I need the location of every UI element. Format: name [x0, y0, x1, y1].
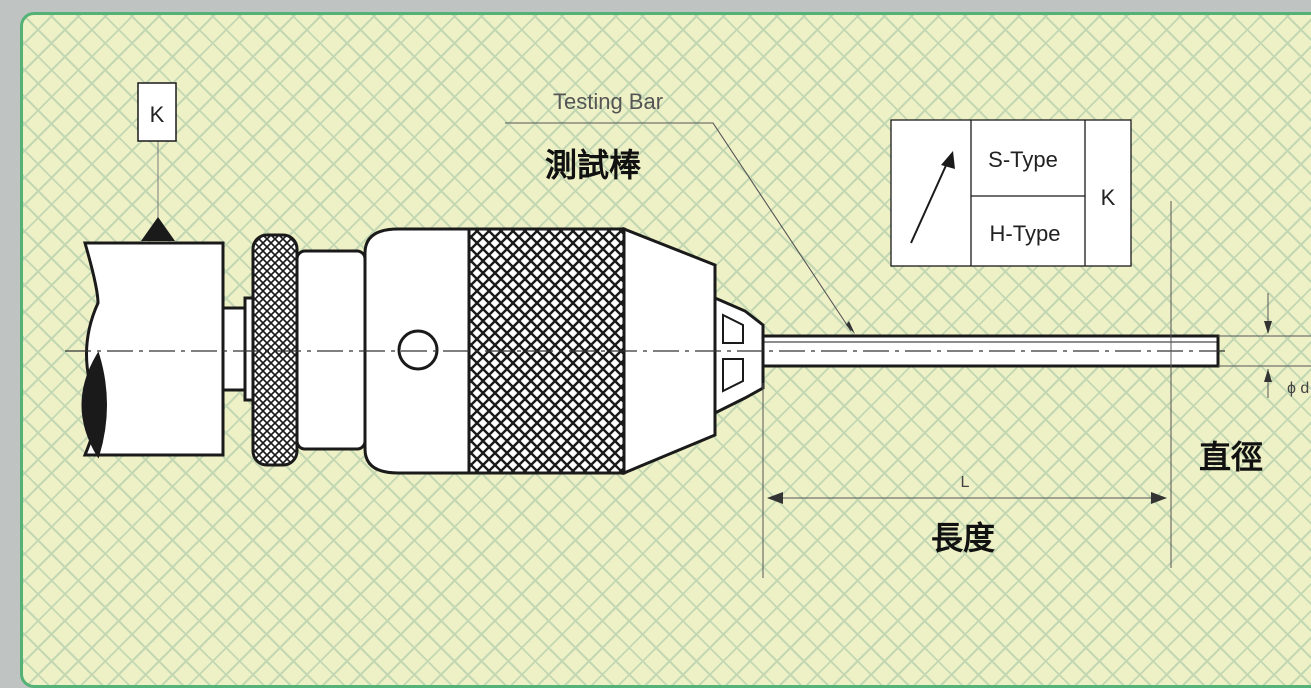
k-marker: K — [137, 82, 177, 241]
k-top-label: K — [150, 102, 165, 127]
keyhole-icon — [397, 329, 439, 371]
diagram-panel: K — [20, 12, 1311, 688]
collar-neck — [295, 249, 367, 451]
length-dimension: L 長度 — [762, 201, 1172, 578]
s-type-label: S-Type — [988, 147, 1058, 172]
drill-chuck-diagram: K — [65, 82, 1311, 578]
length-zh-label: 長度 — [931, 519, 995, 557]
testing-bar-callout: Testing Bar 測試棒 — [505, 89, 855, 334]
type-box: S-Type H-Type K — [890, 119, 1132, 267]
testing-bar-en-label: Testing Bar — [553, 89, 663, 114]
length-symbol: L — [961, 474, 970, 491]
diameter-dimension: ϕ d 直徑 — [1199, 293, 1311, 476]
type-k-label: K — [1101, 185, 1116, 210]
knurled-collar — [251, 233, 299, 467]
h-type-label: H-Type — [990, 221, 1061, 246]
testing-bar-zh-label: 測試棒 — [545, 146, 642, 184]
k-pointer-icon — [141, 217, 175, 241]
diameter-zh-label: 直徑 — [1199, 438, 1263, 476]
adjust-arrow-icon — [941, 151, 955, 169]
spindle — [81, 241, 255, 459]
diameter-symbol: ϕ d — [1287, 380, 1309, 397]
